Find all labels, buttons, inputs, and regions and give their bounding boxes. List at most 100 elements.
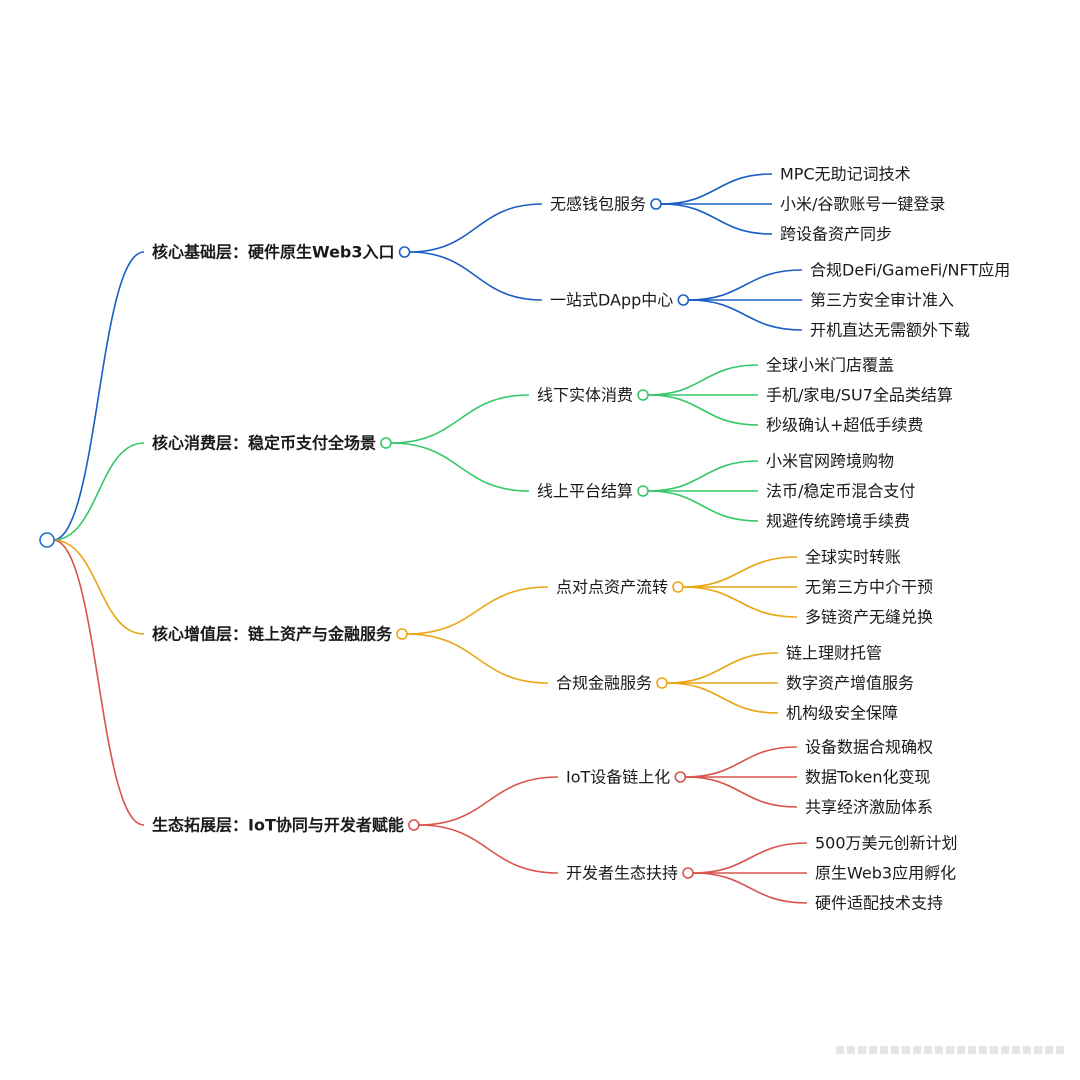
watermark-cell: [1034, 1046, 1042, 1054]
connector-layer: [52, 173, 808, 904]
watermark-cell: [1001, 1046, 1009, 1054]
leaf-label: 原生Web3应用孵化: [815, 864, 956, 883]
node-layer: 核心基础层：硬件原生Web3入口无感钱包服务MPC无助记词技术小米/谷歌账号一键…: [39, 165, 1010, 913]
leaf-connector: [685, 776, 798, 808]
category-label: 核心基础层：硬件原生Web3入口: [152, 243, 395, 262]
subcategory-label: 一站式DApp中心: [550, 291, 673, 310]
root-connector: [52, 442, 145, 541]
watermark-cell: [858, 1046, 866, 1054]
watermark-cell: [836, 1046, 844, 1054]
leaf-connector: [648, 394, 759, 426]
category-toggle[interactable]: [408, 819, 420, 831]
watermark-cell: [1023, 1046, 1031, 1054]
leaf-label: 小米官网跨境购物: [766, 452, 894, 471]
leaf-connector: [648, 460, 759, 492]
watermark-cell: [891, 1046, 899, 1054]
subcategory-label: 线上平台结算: [537, 482, 633, 501]
leaf-label: 跨设备资产同步: [780, 225, 892, 244]
watermark-cell: [869, 1046, 877, 1054]
subcategory-label: 线下实体消费: [537, 386, 633, 405]
leaf-label: 链上理财托管: [786, 644, 882, 663]
watermark-cell: [1045, 1046, 1053, 1054]
leaf-connector: [685, 746, 798, 778]
leaf-label: 小米/谷歌账号一键登录: [780, 195, 945, 214]
watermark-cell: [968, 1046, 976, 1054]
leaf-connector: [667, 652, 779, 684]
root-node[interactable]: [39, 532, 55, 548]
watermark-cell: [924, 1046, 932, 1054]
leaf-label: MPC无助记词技术: [780, 165, 911, 184]
watermark-cell: [1012, 1046, 1020, 1054]
leaf-connector: [661, 203, 773, 235]
watermark-cell: [847, 1046, 855, 1054]
leaf-label: 多链资产无缝兑换: [805, 608, 933, 627]
leaf-label: 法币/稳定币混合支付: [766, 482, 915, 501]
leaf-label: 机构级安全保障: [786, 704, 898, 723]
watermark: [836, 1046, 1064, 1054]
category-connector: [391, 394, 530, 444]
leaf-label: 数据Token化变现: [805, 768, 931, 787]
category-label: 核心增值层：链上资产与金融服务: [152, 625, 393, 644]
category-label: 核心消费层：稳定币支付全场景: [152, 434, 376, 453]
leaf-label: 规避传统跨境手续费: [766, 512, 910, 531]
leaf-label: 合规DeFi/GameFi/NFT应用: [810, 261, 1010, 280]
leaf-connector: [683, 556, 798, 588]
subcategory-label: 合规金融服务: [556, 674, 652, 693]
leaf-label: 开机直达无需额外下载: [810, 321, 970, 340]
subcategory-toggle[interactable]: [672, 581, 684, 593]
category-connector: [418, 824, 559, 874]
leaf-label: 全球实时转账: [805, 548, 901, 567]
root-connector: [52, 539, 145, 635]
category-toggle[interactable]: [396, 628, 408, 640]
leaf-label: 全球小米门店覆盖: [766, 356, 894, 375]
watermark-cell: [946, 1046, 954, 1054]
category-label: 生态拓展层：IoT协同与开发者赋能: [152, 816, 404, 835]
leaf-label: 设备数据合规确权: [805, 738, 933, 757]
subcategory-toggle[interactable]: [682, 867, 694, 879]
category-connector: [407, 633, 549, 684]
leaf-label: 无第三方中介干预: [805, 578, 933, 597]
subcategory-toggle[interactable]: [637, 485, 649, 497]
subcategory-toggle[interactable]: [650, 198, 662, 210]
category-toggle[interactable]: [398, 246, 411, 258]
root-connector: [52, 539, 145, 826]
category-connector: [407, 586, 549, 635]
subcategory-toggle[interactable]: [677, 294, 690, 306]
category-toggle[interactable]: [380, 437, 392, 449]
category-connector: [409, 251, 543, 301]
leaf-label: 数字资产增值服务: [786, 674, 914, 693]
leaf-connector: [688, 269, 803, 301]
watermark-cell: [902, 1046, 910, 1054]
leaf-label: 秒级确认+超低手续费: [766, 416, 923, 435]
leaf-label: 共享经济激励体系: [805, 798, 933, 817]
leaf-connector: [648, 364, 759, 396]
leaf-label: 第三方安全审计准入: [810, 291, 954, 310]
subcategory-label: 点对点资产流转: [556, 578, 668, 597]
subcategory-toggle[interactable]: [656, 677, 668, 689]
leaf-connector: [661, 173, 773, 205]
watermark-cell: [880, 1046, 888, 1054]
leaf-connector: [648, 490, 759, 522]
leaf-connector: [683, 586, 798, 618]
root-connector: [52, 251, 145, 541]
category-connector: [409, 203, 543, 253]
watermark-cell: [1056, 1046, 1064, 1054]
leaf-connector: [667, 682, 779, 714]
leaf-connector: [693, 872, 808, 904]
leaf-label: 手机/家电/SU7全品类结算: [766, 386, 953, 405]
category-connector: [418, 776, 559, 826]
subcategory-toggle[interactable]: [637, 389, 649, 401]
subcategory-toggle[interactable]: [674, 771, 687, 783]
leaf-label: 500万美元创新计划: [815, 834, 958, 853]
watermark-cell: [935, 1046, 943, 1054]
subcategory-label: IoT设备链上化: [566, 768, 670, 787]
watermark-cell: [990, 1046, 998, 1054]
watermark-cell: [957, 1046, 965, 1054]
watermark-cell: [979, 1046, 987, 1054]
subcategory-label: 开发者生态扶持: [566, 864, 678, 883]
leaf-connector: [688, 299, 803, 331]
leaf-label: 硬件适配技术支持: [815, 894, 943, 913]
watermark-cell: [913, 1046, 921, 1054]
category-connector: [391, 442, 530, 492]
